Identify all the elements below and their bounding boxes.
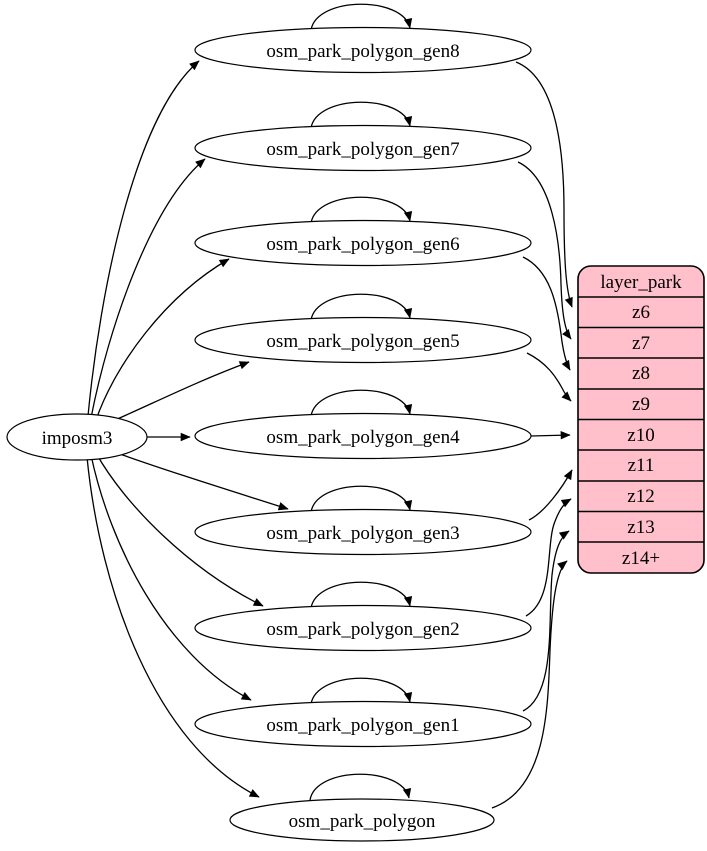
edge-gen7-to-z7 (517, 161, 572, 340)
gen4-label: osm_park_polygon_gen4 (266, 427, 460, 448)
edge-polygon-to-z14 (491, 560, 568, 809)
gen3-label: osm_park_polygon_gen3 (266, 523, 459, 544)
self-loop-gen3 (310, 485, 413, 513)
edge-gen6-to-z8 (522, 256, 571, 371)
edge-gen1-to-z13 (522, 530, 570, 712)
node-imposm3: imposm3 (6, 413, 148, 461)
self-loop-gen4 (310, 389, 413, 417)
self-loop-gen8 (310, 3, 413, 31)
node-osm-park-polygon-gen6: osm_park_polygon_gen6 (194, 219, 532, 267)
polygon-label: osm_park_polygon (289, 811, 436, 832)
node-osm-park-polygon-gen8: osm_park_polygon_gen8 (194, 26, 532, 74)
edge-gen2-to-z12 (525, 498, 572, 617)
node-layer-park: layer_park z6 z7 z8 z9 z10 z11 z12 z13 z… (577, 265, 705, 574)
gen7-label: osm_park_polygon_gen7 (266, 139, 459, 160)
edge-layer (86, 3, 573, 809)
layer-park-row-z11: z11 (628, 455, 655, 476)
gen2-ellipse (194, 604, 532, 652)
gen1-label: osm_park_polygon_gen1 (266, 715, 459, 736)
layer-park-row-z7: z7 (632, 333, 650, 354)
edge-imposm3-to-gen8 (87, 60, 200, 417)
imposm3-ellipse (6, 413, 148, 461)
layer-park-row-z14: z14+ (622, 548, 660, 569)
layer-park-row-z10: z10 (627, 425, 654, 446)
node-osm-park-polygon-gen3: osm_park_polygon_gen3 (194, 508, 532, 556)
self-loop-gen6 (310, 196, 413, 224)
gen8-label: osm_park_polygon_gen8 (266, 41, 459, 62)
edge-imposm3-to-gen3 (105, 448, 289, 511)
self-loop-gen5 (310, 293, 413, 321)
gen2-label: osm_park_polygon_gen2 (266, 619, 459, 640)
self-loop-gen1 (310, 677, 413, 705)
node-osm-park-polygon: osm_park_polygon (229, 798, 495, 842)
edge-imposm3-to-gen2 (95, 452, 264, 607)
layer-park-row-z12: z12 (627, 486, 654, 507)
node-osm-park-polygon-gen1: osm_park_polygon_gen1 (194, 700, 532, 748)
edge-imposm3-to-gen7 (90, 158, 206, 419)
node-osm-park-polygon-gen4: osm_park_polygon_gen4 (194, 412, 532, 460)
self-loop-gen7 (310, 101, 413, 129)
self-loop-gen2 (310, 581, 413, 609)
node-osm-park-polygon-gen5: osm_park_polygon_gen5 (194, 316, 532, 364)
polygon-ellipse (229, 798, 495, 842)
gen5-ellipse (194, 316, 532, 364)
edge-imposm3-to-polygon (86, 456, 260, 798)
edge-imposm3-to-gen1 (90, 454, 252, 701)
layer-park-title: layer_park (600, 272, 682, 293)
gen4-ellipse (194, 412, 532, 460)
edge-imposm3-to-gen6 (95, 258, 230, 421)
layer-park-row-z9: z9 (632, 394, 650, 415)
gen8-ellipse (194, 26, 532, 74)
edge-gen3-to-z11 (528, 469, 573, 521)
self-loop-polygon (309, 773, 412, 801)
layer-park-row-z6: z6 (632, 302, 650, 323)
gen1-ellipse (194, 700, 532, 748)
gen6-ellipse (194, 219, 532, 267)
edge-gen8-to-z6 (515, 61, 573, 308)
layer-park-row-z8: z8 (632, 363, 650, 384)
layer-park-row-z13: z13 (627, 517, 654, 538)
edge-gen5-to-z9 (526, 352, 572, 402)
node-osm-park-polygon-gen2: osm_park_polygon_gen2 (194, 604, 532, 652)
node-osm-park-polygon-gen7: osm_park_polygon_gen7 (194, 124, 532, 172)
gen5-label: osm_park_polygon_gen5 (266, 331, 459, 352)
gen6-label: osm_park_polygon_gen6 (266, 234, 459, 255)
edge-gen4-to-z10 (530, 431, 571, 440)
edge-imposm3-to-gen5 (105, 361, 250, 425)
imposm3-label: imposm3 (42, 428, 113, 449)
gen3-ellipse (194, 508, 532, 556)
gen7-ellipse (194, 124, 532, 172)
